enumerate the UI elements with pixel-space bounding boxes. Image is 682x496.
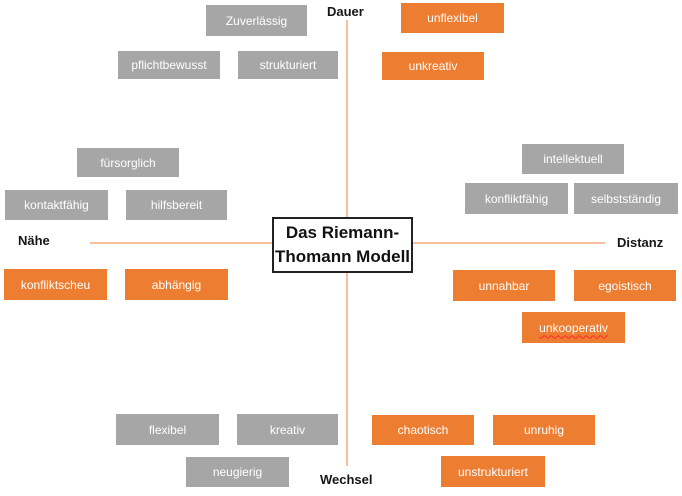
trait-pflichtbewusst: pflichtbewusst	[118, 51, 220, 79]
trait-unkreativ: unkreativ	[382, 52, 484, 80]
trait-intellektuell: intellektuell	[522, 144, 624, 174]
trait-zuverlaessig: Zuverlässig	[206, 5, 307, 36]
model-title-box: Das Riemann- Thomann Modell	[272, 217, 413, 273]
trait-konfliktfaehig: konfliktfähig	[465, 183, 568, 214]
trait-flexibel: flexibel	[116, 414, 219, 445]
axis-label-wechsel: Wechsel	[320, 472, 373, 487]
trait-unflexibel: unflexibel	[401, 3, 504, 33]
axis-label-naehe: Nähe	[18, 233, 50, 248]
trait-abhaengig: abhängig	[125, 269, 228, 300]
axis-label-distanz: Distanz	[617, 235, 664, 250]
axis-label-dauer: Dauer	[327, 4, 364, 19]
trait-unruhig: unruhig	[493, 415, 595, 445]
model-title-line1: Das Riemann-	[285, 223, 400, 243]
trait-neugierig: neugierig	[186, 457, 289, 487]
trait-konfliktscheu: konfliktscheu	[4, 269, 107, 300]
trait-kreativ: kreativ	[237, 414, 338, 445]
trait-fuersorglich: fürsorglich	[77, 148, 179, 177]
trait-strukturiert: strukturiert	[238, 51, 338, 79]
trait-egoistisch: egoistisch	[574, 270, 676, 301]
model-title-line2: Thomann Modell	[274, 247, 411, 266]
trait-unnahbar: unnahbar	[453, 270, 555, 301]
trait-selbststaendig: selbstständig	[574, 183, 678, 214]
trait-unkooperativ: unkooperativ	[522, 312, 625, 343]
trait-unstrukturiert: unstrukturiert	[441, 456, 545, 487]
trait-chaotisch: chaotisch	[372, 415, 474, 445]
trait-hilfsbereit: hilfsbereit	[126, 190, 227, 220]
trait-kontaktfaehig: kontaktfähig	[5, 190, 108, 220]
